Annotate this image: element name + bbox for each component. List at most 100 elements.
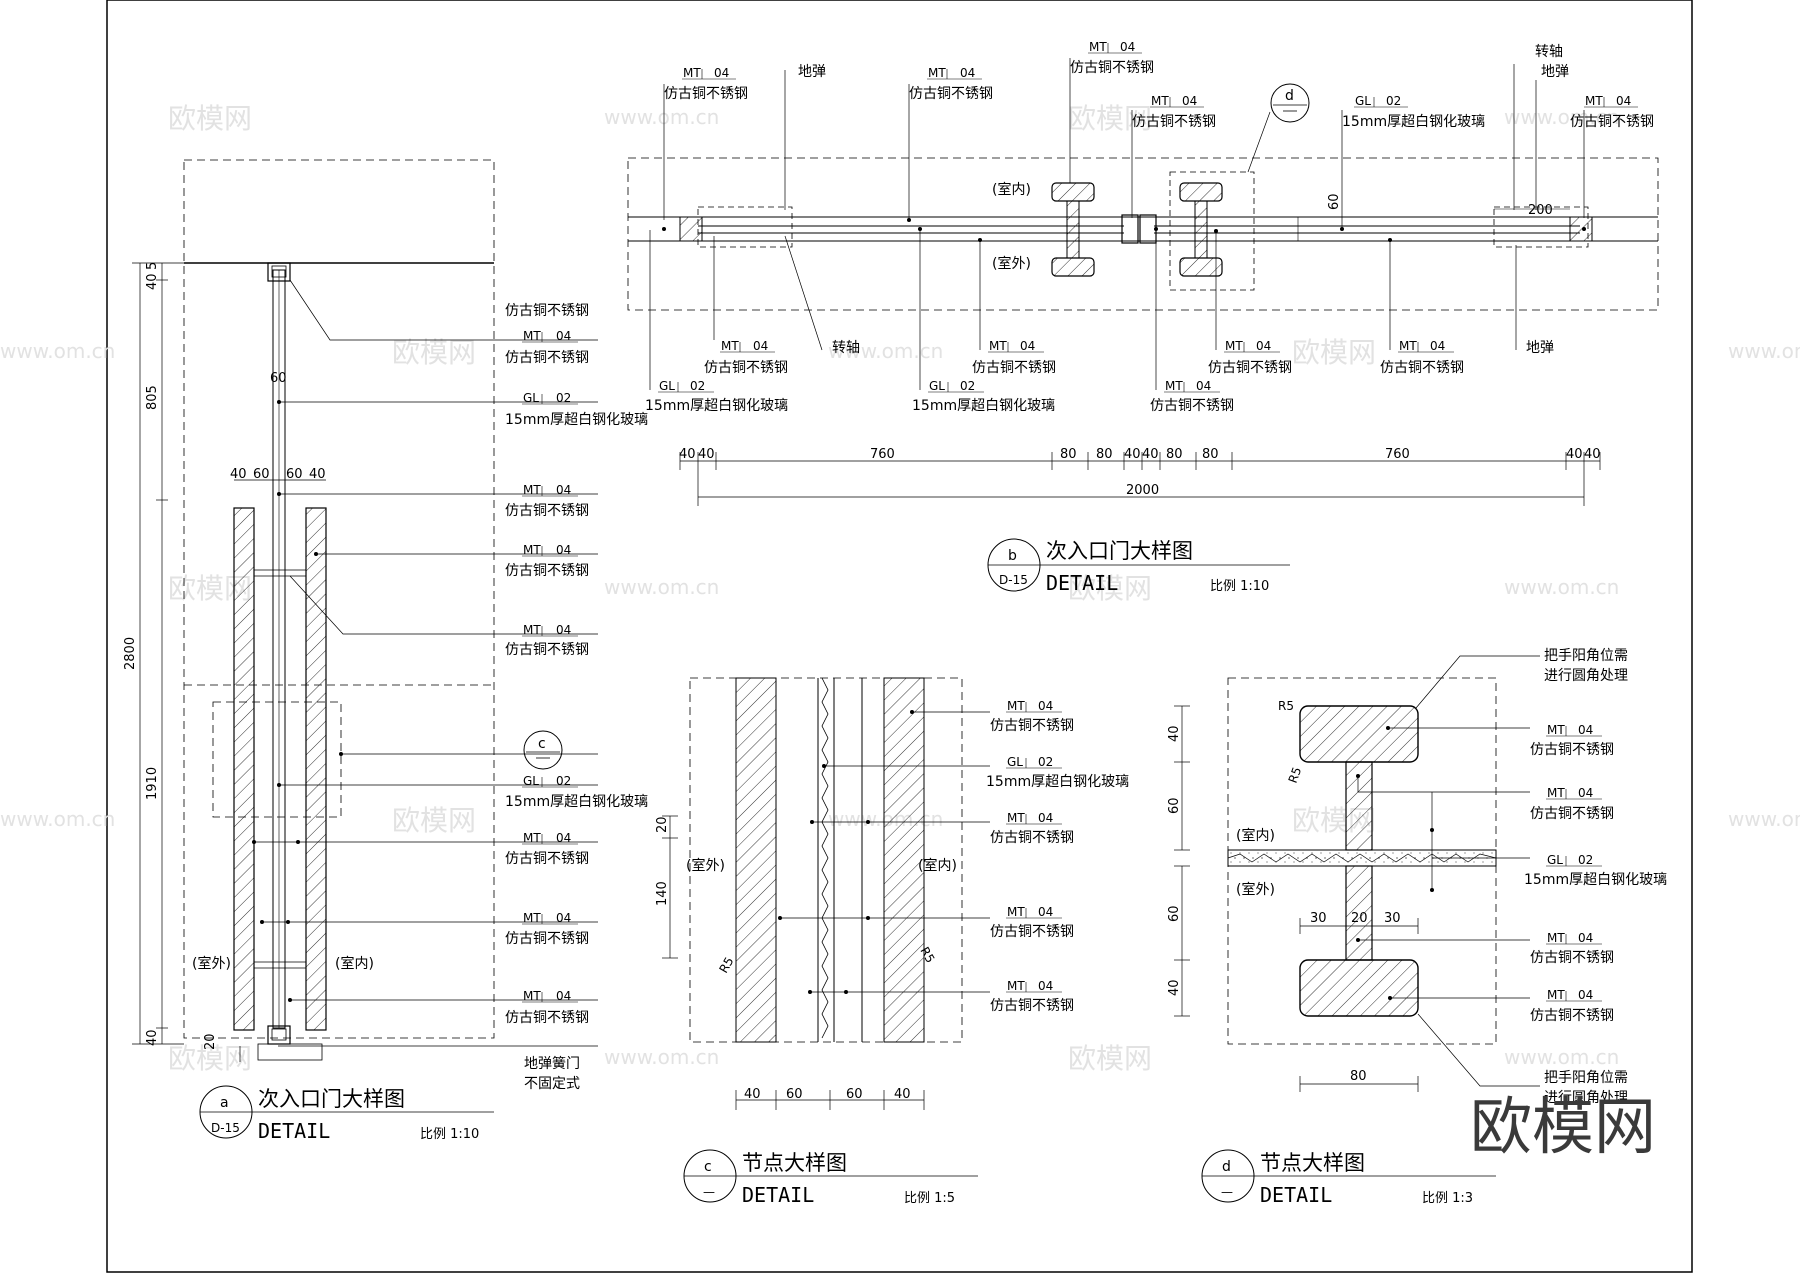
svg-text:04: 04 bbox=[1038, 699, 1053, 713]
svg-text:MT: MT bbox=[1007, 905, 1025, 919]
watermark-url: www.om.cn bbox=[1728, 807, 1800, 831]
svg-text:MT: MT bbox=[989, 339, 1007, 353]
watermark-url: www.om.cn bbox=[604, 575, 719, 599]
dim-d-2: 60 bbox=[1167, 797, 1182, 814]
callout-c-letter: c bbox=[538, 736, 546, 752]
dim-c-b3: 60 bbox=[846, 1087, 863, 1102]
dim-d-1: 40 bbox=[1167, 725, 1182, 742]
detail-c-sheet: — bbox=[703, 1185, 715, 1199]
annot-a-2: 仿古铜不锈钢 bbox=[505, 350, 589, 366]
annot-b-b7: 仿古铜不锈钢 bbox=[1208, 360, 1292, 376]
detail-b-drawing: d (室内) (室外) 60 200 40 40 760 80 80 40 40… bbox=[627, 58, 1659, 506]
annot-b-b3: 15mm厚超白钢化玻璃 bbox=[645, 397, 788, 414]
detail-d-heading: 节点大样图 bbox=[1260, 1151, 1365, 1175]
svg-text:04: 04 bbox=[1430, 339, 1445, 353]
dim-a-40-top: 40 bbox=[145, 273, 160, 290]
dim-a-20: 20 bbox=[203, 1033, 218, 1050]
svg-text:04: 04 bbox=[753, 339, 768, 353]
svg-text:04: 04 bbox=[556, 911, 571, 925]
detail-b-heading: 次入口门大样图 bbox=[1046, 539, 1193, 563]
dim-d-4: 40 bbox=[1167, 979, 1182, 996]
svg-text:04: 04 bbox=[1038, 811, 1053, 825]
annot-b-b5: 15mm厚超白钢化玻璃 bbox=[912, 397, 1055, 414]
dim-b-9: 80 bbox=[1202, 447, 1219, 462]
svg-text:GL: GL bbox=[1007, 755, 1023, 769]
callout-d-letter: d bbox=[1285, 88, 1294, 104]
svg-text:MT: MT bbox=[523, 911, 541, 925]
dim-b-200: 200 bbox=[1528, 203, 1553, 218]
dim-c-b1: 40 bbox=[744, 1087, 761, 1102]
detail-c-title: c — 节点大样图 DETAIL 比例 1:5 bbox=[683, 1149, 978, 1207]
annot-a-4: 仿古铜不锈钢 bbox=[505, 503, 589, 519]
annot-b-b4: 仿古铜不锈钢 bbox=[972, 360, 1056, 376]
annot-b-t8: 地弹 bbox=[1541, 64, 1569, 80]
svg-text:GL: GL bbox=[1547, 853, 1563, 867]
annot-b-b2: 转轴 bbox=[832, 340, 860, 356]
dim-a-1910: 1910 bbox=[145, 767, 160, 800]
svg-text:02: 02 bbox=[556, 391, 571, 405]
dim-b-total: 2000 bbox=[1126, 483, 1159, 498]
watermark-url: www.om.cn bbox=[1504, 105, 1619, 129]
svg-text:MT: MT bbox=[1007, 979, 1025, 993]
watermark-url: www.om.cn bbox=[1504, 1045, 1619, 1069]
dim-b-2: 40 bbox=[698, 447, 715, 462]
annot-c-3: 仿古铜不锈钢 bbox=[990, 830, 1074, 846]
svg-text:02: 02 bbox=[960, 379, 975, 393]
label-r5-c1: R5 bbox=[716, 955, 736, 976]
dim-a-w1: 40 bbox=[230, 467, 247, 482]
svg-text:04: 04 bbox=[556, 543, 571, 557]
dim-b-60: 60 bbox=[1327, 193, 1342, 210]
dim-a-w3: 60 bbox=[286, 467, 303, 482]
svg-text:02: 02 bbox=[1386, 94, 1401, 108]
tag-mt: MT 04 bbox=[522, 543, 578, 557]
annot-b-t4: 仿古铜不锈钢 bbox=[1070, 60, 1154, 76]
dim-b-6: 40 bbox=[1124, 447, 1141, 462]
annot-a-9: 仿古铜不锈钢 bbox=[505, 931, 589, 947]
label-outdoor-b: (室外) bbox=[992, 255, 1031, 272]
svg-text:04: 04 bbox=[960, 66, 975, 80]
annot-b-b6: 仿古铜不锈钢 bbox=[1150, 398, 1234, 414]
svg-text:MT: MT bbox=[523, 483, 541, 497]
svg-text:MT: MT bbox=[523, 543, 541, 557]
svg-text:04: 04 bbox=[556, 831, 571, 845]
dim-b-3: 760 bbox=[870, 447, 895, 462]
dim-c-b4: 40 bbox=[894, 1087, 911, 1102]
detail-a-letter: a bbox=[220, 1095, 229, 1111]
annot-d-7b: 进行圆角处理 bbox=[1544, 1090, 1628, 1106]
svg-text:MT: MT bbox=[523, 989, 541, 1003]
svg-text:04: 04 bbox=[1578, 723, 1593, 737]
svg-text:04: 04 bbox=[1120, 40, 1135, 54]
svg-text:MT: MT bbox=[1225, 339, 1243, 353]
dim-b-11: 40 bbox=[1566, 447, 1583, 462]
detail-a-heading: 次入口门大样图 bbox=[258, 1087, 405, 1111]
dim-b-8: 80 bbox=[1166, 447, 1183, 462]
dim-b-1: 40 bbox=[679, 447, 696, 462]
detail-a-scale: 比例 1:10 bbox=[420, 1127, 479, 1142]
detail-d-letter: d bbox=[1222, 1159, 1231, 1175]
dim-a-w2: 60 bbox=[253, 467, 270, 482]
svg-text:04: 04 bbox=[1616, 94, 1631, 108]
annot-a-spring-1: 地弹簧门 bbox=[524, 1056, 580, 1072]
annot-d-3: 仿古铜不锈钢 bbox=[1530, 806, 1614, 822]
watermark-url: www.om.cn bbox=[1504, 575, 1619, 599]
detail-d-title: d — 节点大样图 DETAIL 比例 1:3 bbox=[1201, 1149, 1496, 1207]
watermark-url: www.om.cn bbox=[0, 339, 115, 363]
detail-a-sheet: D-15 bbox=[211, 1121, 240, 1135]
dim-d-m2: 20 bbox=[1351, 911, 1368, 926]
svg-text:MT: MT bbox=[1547, 723, 1565, 737]
svg-text:04: 04 bbox=[1578, 786, 1593, 800]
dim-c-20: 20 bbox=[655, 816, 670, 833]
